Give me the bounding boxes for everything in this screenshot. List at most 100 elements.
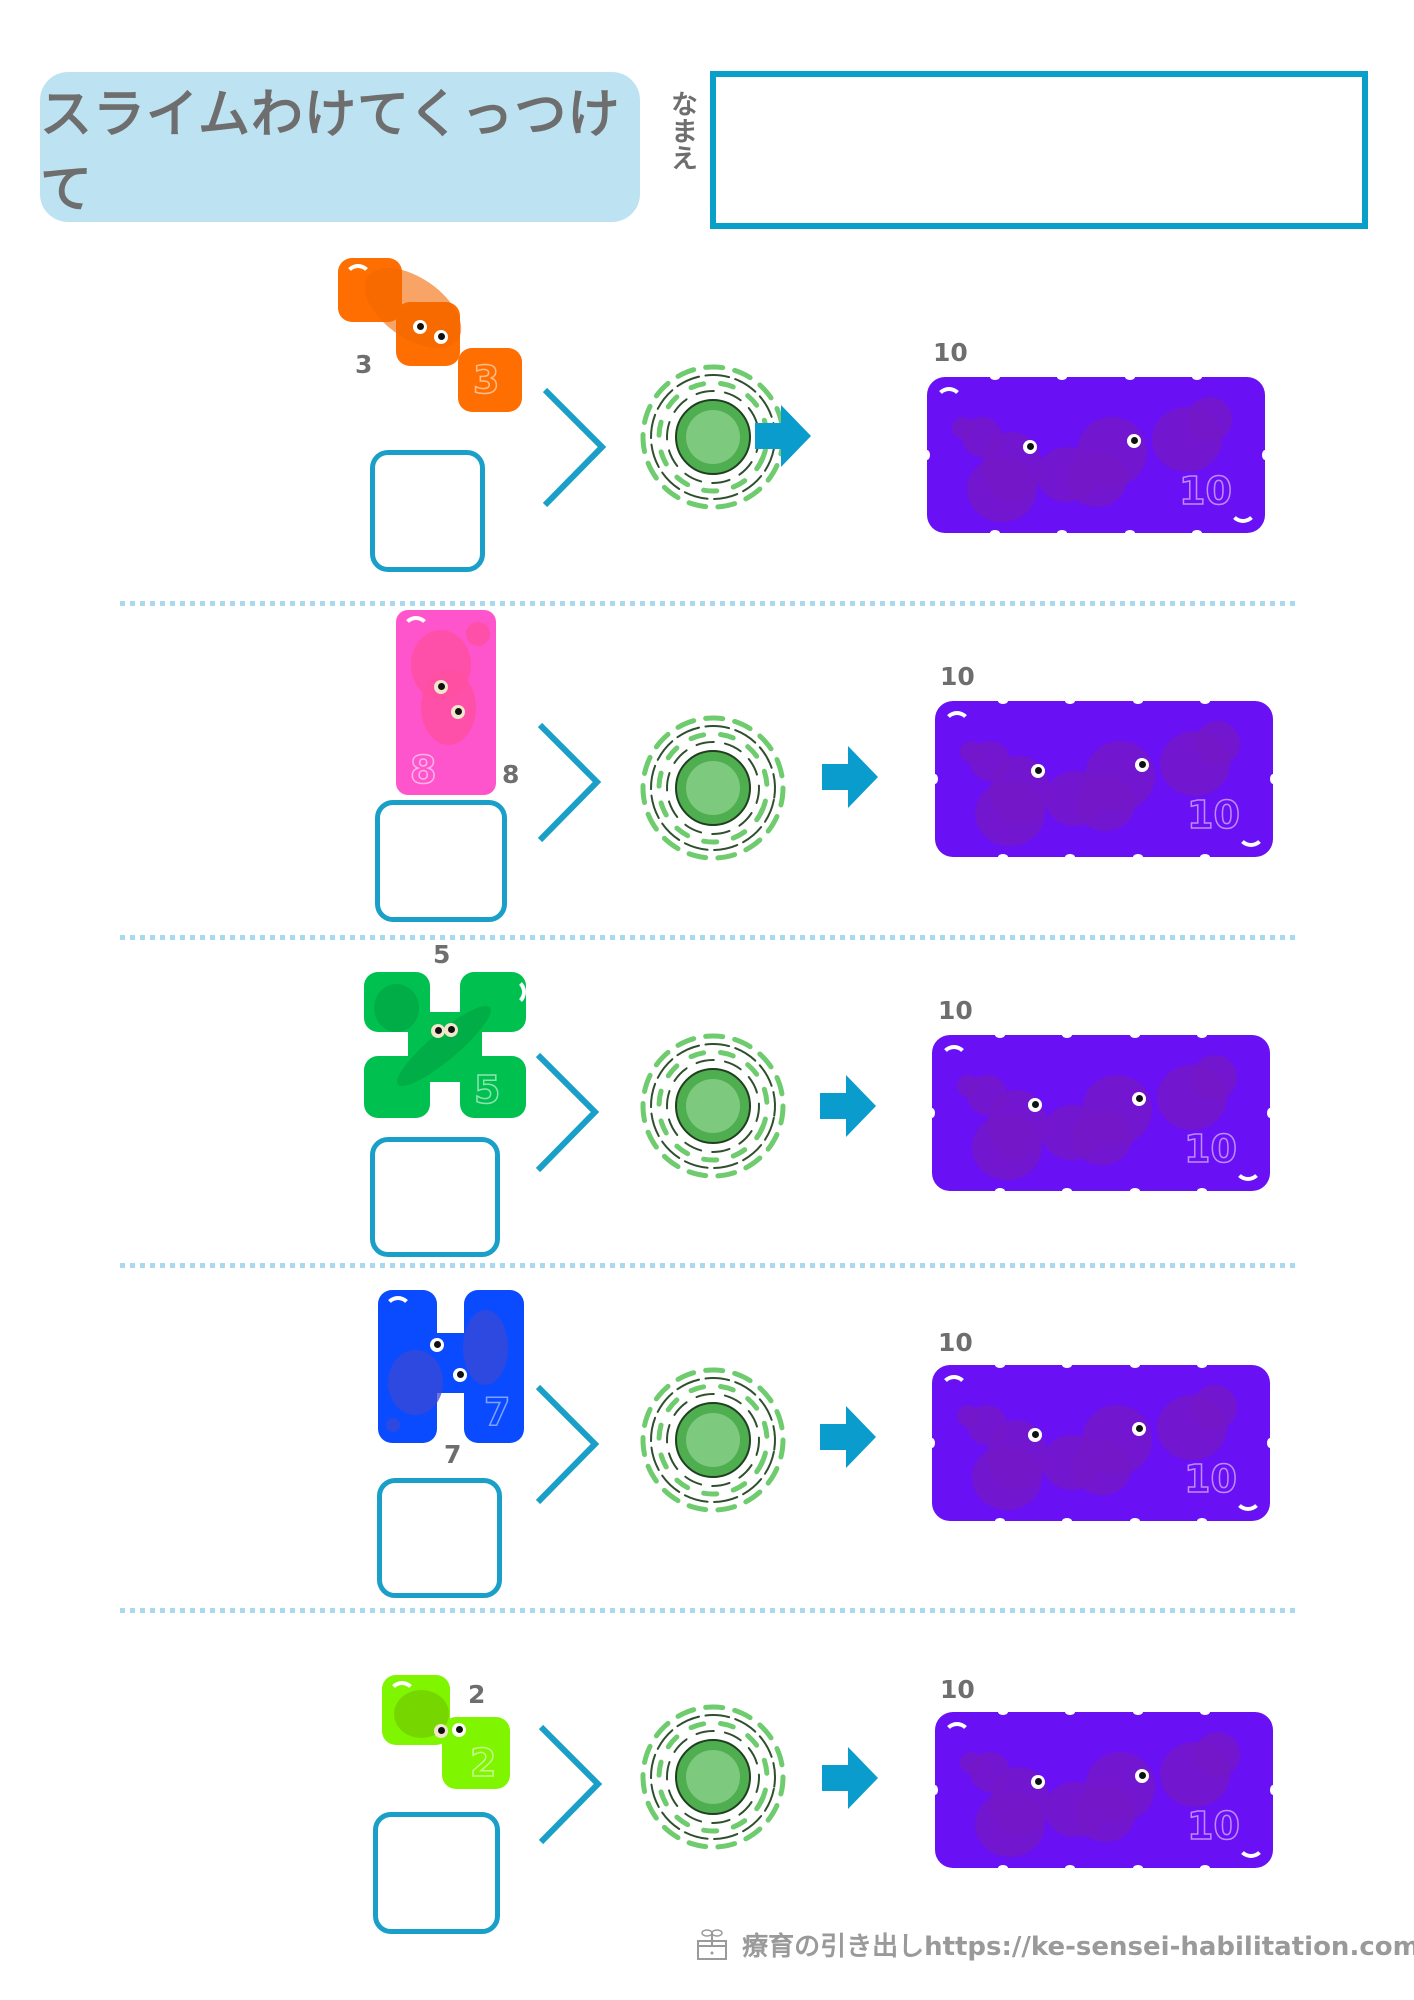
vortex-swirl bbox=[684, 472, 703, 483]
vortex-swirl bbox=[668, 1452, 679, 1470]
vortex-swirl bbox=[704, 1377, 731, 1382]
vortex-swirl bbox=[778, 785, 786, 808]
eye bbox=[1132, 1092, 1146, 1106]
vortex-swirl bbox=[778, 1774, 786, 1797]
vortex-swirl bbox=[676, 1378, 701, 1391]
vortex-swirl bbox=[761, 768, 770, 787]
vortex-swirl bbox=[765, 813, 780, 834]
vortex-swirl bbox=[658, 800, 669, 818]
vortex-swirl bbox=[650, 413, 657, 440]
target-number: 10 bbox=[938, 996, 973, 1025]
name-field[interactable] bbox=[710, 71, 1368, 229]
vortex-swirl bbox=[757, 1385, 774, 1404]
target-slime: 10 bbox=[932, 698, 1276, 860]
vortex-swirl bbox=[661, 1153, 681, 1170]
vortex-swirl bbox=[658, 1452, 669, 1470]
vortex-swirl bbox=[642, 403, 653, 425]
eye bbox=[1031, 764, 1045, 778]
answer-box[interactable] bbox=[377, 1478, 502, 1598]
answer-box[interactable] bbox=[375, 800, 507, 922]
vortex-swirl bbox=[745, 744, 760, 759]
vortex-swirl bbox=[715, 852, 738, 861]
vortex-swirl bbox=[704, 374, 731, 379]
vortex-swirl bbox=[718, 1384, 736, 1393]
answer-box[interactable] bbox=[370, 450, 485, 572]
vortex-swirl bbox=[661, 1824, 681, 1841]
vortex-swirl bbox=[701, 838, 720, 845]
row-divider bbox=[120, 601, 1296, 606]
vortex-swirl bbox=[665, 745, 680, 761]
vortex-swirl bbox=[713, 1496, 739, 1503]
vortex-swirl bbox=[666, 421, 671, 441]
vortex-swirl bbox=[665, 1397, 680, 1413]
vortex-swirl bbox=[763, 1450, 775, 1475]
given-number: 7 bbox=[444, 1440, 462, 1469]
vortex-swirl bbox=[703, 1033, 726, 1040]
vortex-swirl bbox=[656, 1422, 664, 1441]
answer-box[interactable] bbox=[373, 1812, 500, 1934]
vortex-swirl bbox=[758, 395, 773, 418]
vortex-swirl bbox=[675, 718, 697, 730]
vortex-swirl bbox=[743, 1826, 763, 1842]
vortex-swirl bbox=[758, 746, 773, 769]
vortex-swirl bbox=[650, 1082, 657, 1109]
given-slime-green: 5 bbox=[364, 972, 526, 1119]
vortex-swirl bbox=[734, 378, 757, 393]
vortex-swirl bbox=[645, 1800, 659, 1821]
vortex-swirl bbox=[658, 449, 669, 467]
eye bbox=[1023, 440, 1037, 454]
vortex-swirl bbox=[772, 773, 776, 799]
vortex-swirl bbox=[668, 1789, 679, 1807]
vortex-swirl bbox=[653, 731, 671, 750]
vortex-icon bbox=[633, 1697, 793, 1861]
eye bbox=[1135, 1769, 1149, 1783]
answer-box[interactable] bbox=[370, 1137, 500, 1257]
vortex-swirl bbox=[642, 1072, 653, 1094]
chevron-right-icon bbox=[535, 1052, 600, 1173]
slime-digit: 5 bbox=[473, 1067, 501, 1113]
vortex-swirl bbox=[738, 812, 753, 827]
target-slime: 10 bbox=[932, 1709, 1276, 1871]
vortex-swirl bbox=[711, 1818, 731, 1824]
vortex-swirl bbox=[653, 1383, 671, 1402]
vortex-swirl bbox=[730, 478, 748, 490]
vortex-swirl bbox=[758, 447, 768, 465]
vortex-swirl bbox=[665, 394, 680, 410]
vortex-swirl bbox=[695, 741, 715, 747]
vortex-swirl bbox=[673, 398, 688, 413]
vortex-swirl bbox=[730, 829, 748, 841]
vortex-swirl bbox=[684, 1141, 703, 1152]
vortex-swirl bbox=[757, 1722, 774, 1741]
vortex-swirl bbox=[723, 391, 742, 402]
vortex-swirl bbox=[742, 826, 763, 844]
footer-credit: 療育の引き出しhttps://ke-sensei-habilitation.co… bbox=[742, 1932, 1414, 1962]
target-slime: 10 bbox=[929, 1032, 1273, 1194]
vortex-core-inner bbox=[686, 1413, 740, 1467]
vortex-swirl bbox=[732, 718, 753, 732]
vortex-swirl bbox=[695, 1393, 715, 1399]
vortex-swirl bbox=[774, 1746, 785, 1768]
vortex-swirl bbox=[661, 471, 681, 490]
vortex-swirl bbox=[743, 1155, 763, 1171]
vortex-core-inner bbox=[686, 761, 740, 815]
vortex-swirl bbox=[718, 1721, 736, 1730]
vortex-swirl bbox=[701, 1827, 720, 1834]
vortex-swirl bbox=[713, 1162, 739, 1169]
eye bbox=[1135, 758, 1149, 772]
vortex-swirl bbox=[732, 1707, 753, 1721]
chevron-right-icon bbox=[535, 1384, 600, 1505]
vortex-swirl bbox=[734, 1381, 757, 1396]
eye bbox=[1127, 434, 1141, 448]
vortex-swirl bbox=[650, 794, 660, 820]
vortex-swirl bbox=[695, 1059, 715, 1065]
vortex-swirl bbox=[645, 1129, 659, 1150]
vortex-swirl bbox=[640, 1101, 648, 1124]
vortex-swirl bbox=[713, 493, 739, 500]
vortex-swirl bbox=[774, 1075, 785, 1097]
vortex-swirl bbox=[755, 1773, 760, 1793]
vortex-swirl bbox=[761, 1086, 770, 1105]
given-slime-lime: 2 bbox=[382, 1675, 520, 1791]
vortex-swirl bbox=[650, 1112, 660, 1138]
arrow-right-icon bbox=[822, 746, 878, 808]
vortex-swirl bbox=[668, 449, 679, 467]
